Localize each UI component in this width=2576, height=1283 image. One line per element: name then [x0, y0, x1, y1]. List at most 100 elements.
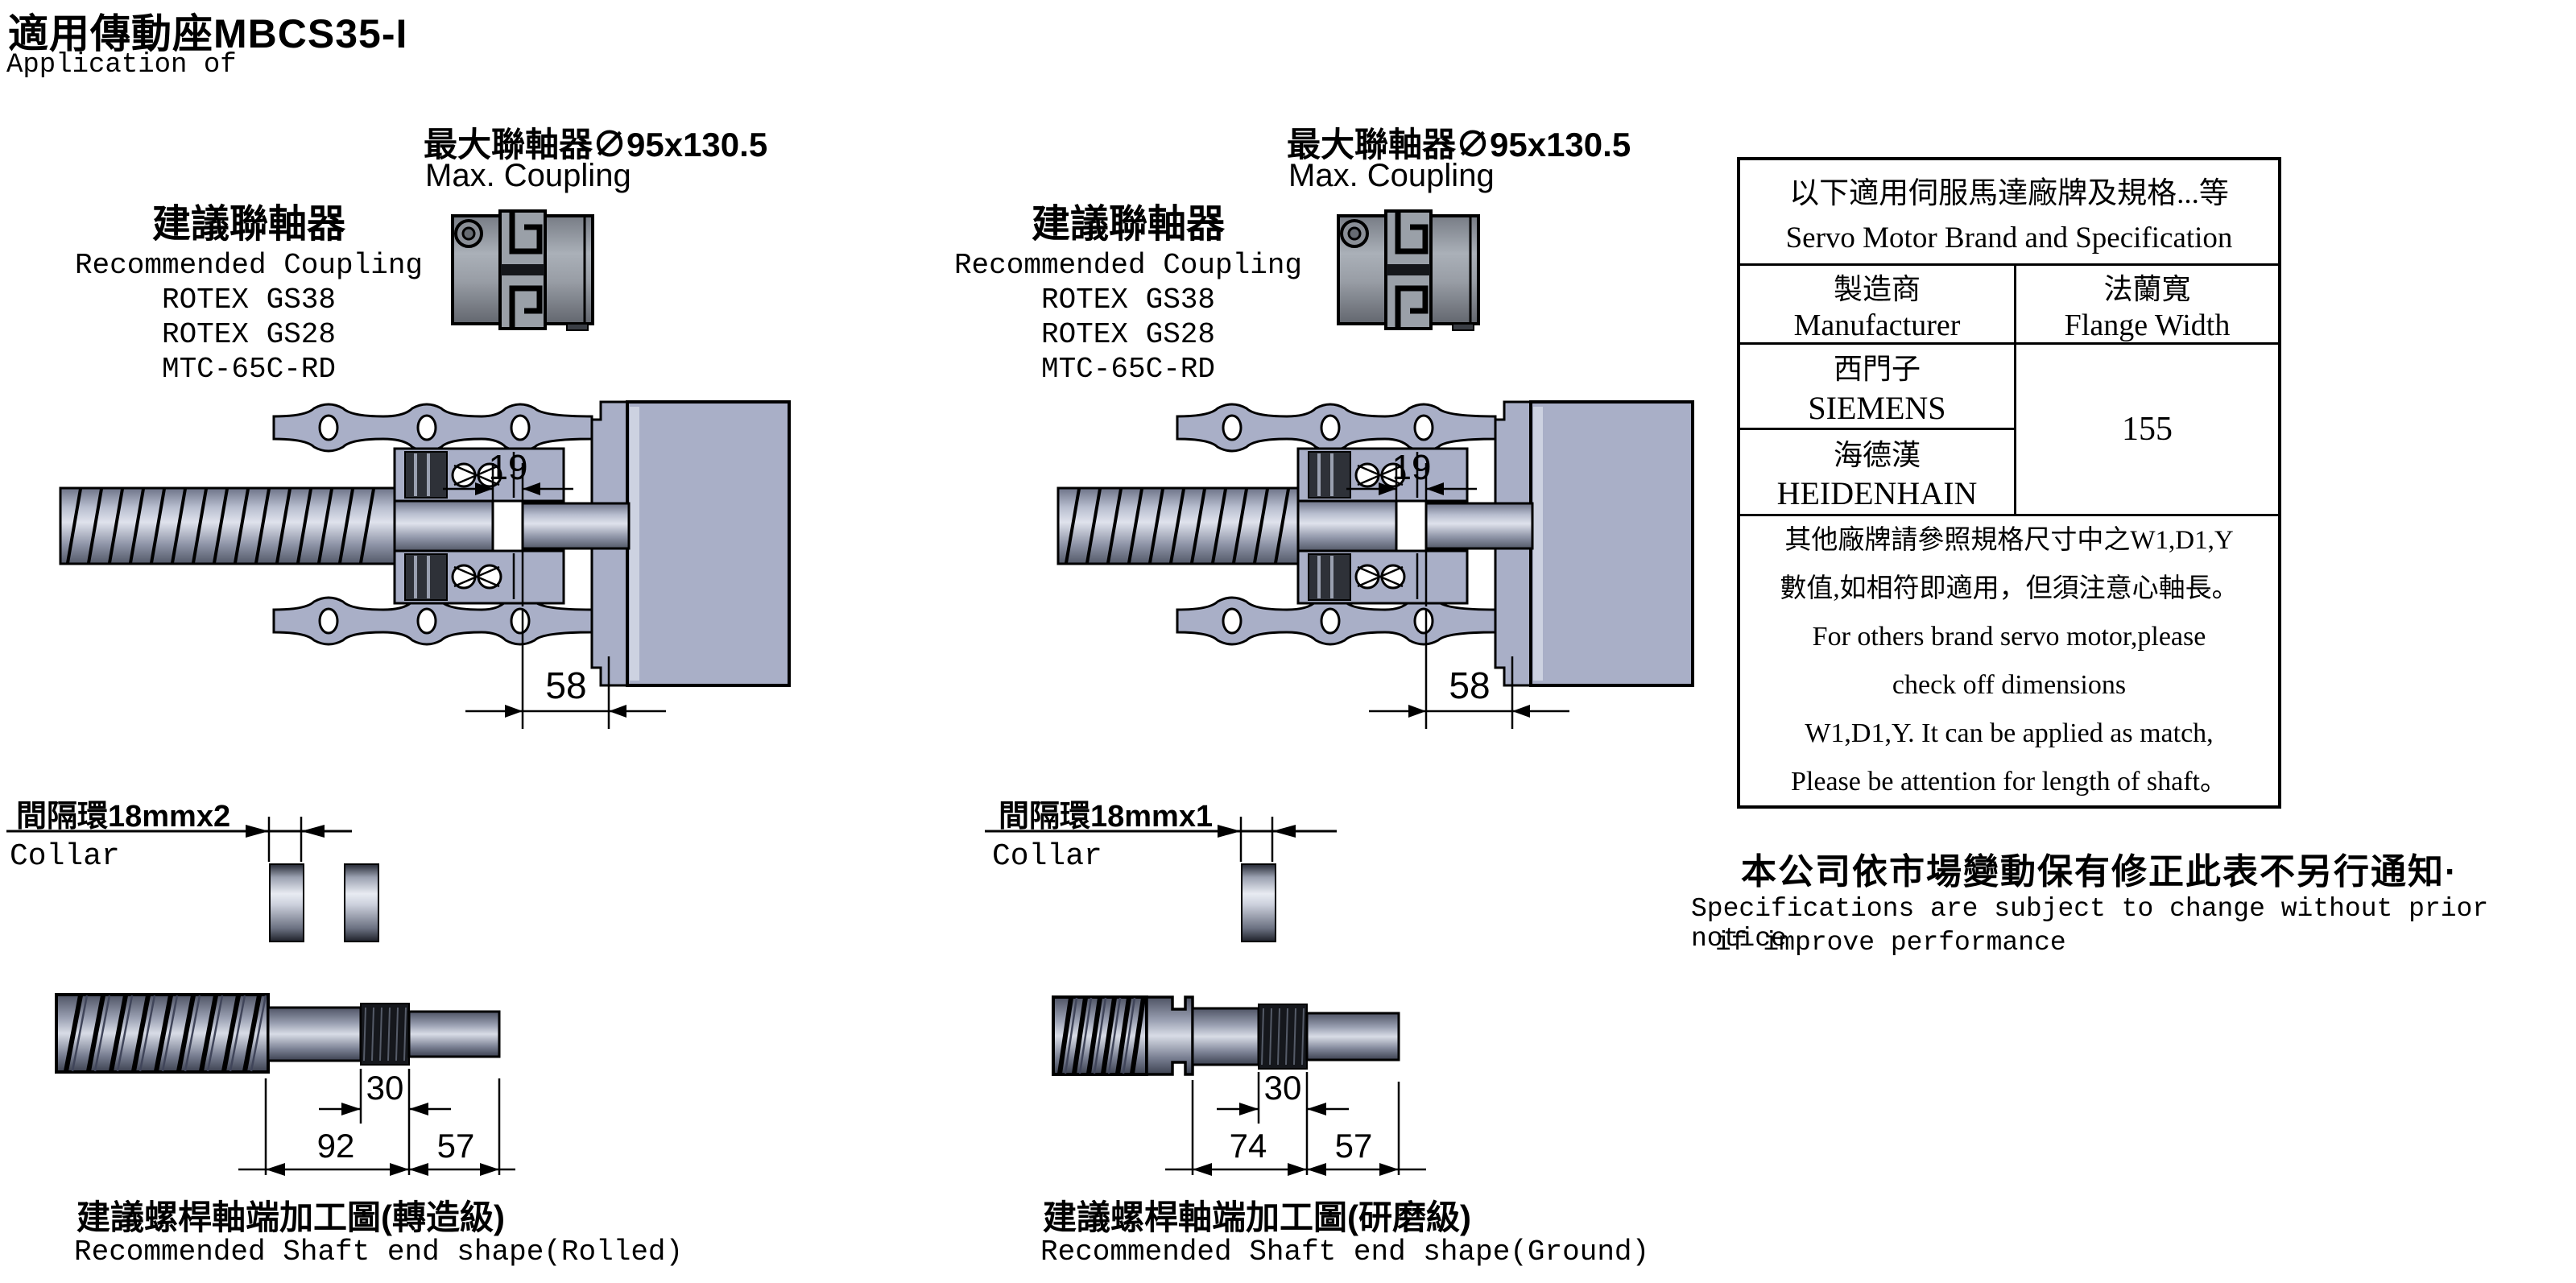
right-collar-label-zh: 間隔環18mmx1	[999, 800, 1214, 834]
servo-spec-table: 以下適用伺服馬達廠牌及規格...等 Servo Motor Brand and …	[1737, 157, 2281, 809]
dim-58-value: 58	[545, 664, 586, 706]
right-coupling-model: ROTEX GS28	[1040, 318, 1216, 351]
left-max-coupling-label-en: Max. Coupling	[425, 158, 631, 193]
journal-section	[1191, 1007, 1260, 1066]
dim-58	[465, 610, 666, 729]
col-header-flange-width: 法蘭寬 Flange Width	[2014, 263, 2278, 342]
housing-top-plate	[272, 403, 593, 453]
right-shaft-caption-en: Recommended Shaft end shape(Ground)	[1040, 1235, 1650, 1269]
flange-boss	[1424, 502, 1534, 550]
dim-57-value: 57	[437, 1127, 475, 1165]
left-collar-ring	[269, 863, 304, 942]
left-assembly-drawing: 19 58	[59, 400, 791, 729]
left-collar-dim	[6, 817, 352, 862]
bearing-lower	[1296, 549, 1469, 605]
right-recommended-label-zh: 建議聯軸器	[1031, 203, 1225, 246]
col-header-manufacturer: 製造商 Manufacturer	[1740, 263, 2014, 342]
dim-19-value: 19	[489, 448, 528, 487]
right-recommended-label-en: Recommended Coupling	[953, 249, 1303, 282]
fine-thread-section	[1258, 1004, 1308, 1070]
right-collar-label-en: Collar	[992, 839, 1102, 874]
row-heidenhain: 海德漢 HEIDENHAIN	[1740, 428, 2014, 514]
bearing-upper	[393, 447, 565, 503]
ballscrew-shaft	[59, 486, 396, 565]
left-collar-label-zh: 間隔環18mmx2	[16, 800, 231, 834]
right-max-coupling-label-en: Max. Coupling	[1288, 158, 1495, 193]
page-title-zh: 適用傳動座MBCS35-I	[8, 11, 408, 56]
shaft-end-section	[1305, 1012, 1400, 1062]
table-notes-cell: 其他廠牌請參照規格尺寸中之W1,D1,Y 數值,如相符即適用，但須注意心軸長。 …	[1740, 514, 2278, 805]
col-manufacturer-zh: 製造商	[1833, 273, 1921, 305]
thread-relief-section	[1145, 995, 1194, 1076]
dim-30-value: 30	[366, 1069, 404, 1107]
dim-92-value: 92	[317, 1127, 355, 1165]
right-shaft-drawing: 30 74 57	[1052, 995, 1426, 1176]
dim-19	[443, 463, 573, 606]
ballscrew-thread-section	[55, 993, 270, 1074]
shaft-journal	[1296, 499, 1398, 553]
left-max-coupling-label-zh: 最大聯軸器∅95x130.5	[424, 126, 768, 163]
table-title-en: Servo Motor Brand and Specification	[1785, 221, 2233, 255]
fine-thread-section	[360, 1003, 410, 1066]
shaft-dim-lines	[1165, 1072, 1426, 1176]
journal-section	[267, 1006, 362, 1062]
right-collar-dim	[985, 817, 1337, 862]
housing-bottom-plate	[272, 596, 593, 646]
change-notice-en-line1: Specifications are subject to change wit…	[1691, 894, 2489, 954]
dim-74-value: 74	[1230, 1127, 1267, 1165]
left-recommended-coupling-block: 建議聯軸器 Recommended Coupling ROTEX GS38 RO…	[69, 201, 428, 387]
ballscrew-thread-section	[1052, 995, 1148, 1076]
page-title-en: Application of	[6, 50, 237, 81]
right-recommended-coupling-block: 建議聯軸器 Recommended Coupling ROTEX GS38 RO…	[949, 201, 1308, 387]
note-line: 其他廠牌請參照規格尺寸中之W1,D1,Y	[1784, 526, 2234, 555]
note-line: W1,D1,Y. It can be applied as match,	[1805, 718, 2214, 748]
dim-30-value: 30	[1264, 1069, 1302, 1107]
table-title-zh: 以下適用伺服馬達廠牌及規格...等	[1789, 177, 2229, 211]
left-recommended-label-zh: 建議聯軸器	[151, 203, 345, 246]
table-header-cell: 以下適用伺服馬達廠牌及規格...等 Servo Motor Brand and …	[1740, 160, 2278, 263]
left-recommended-label-en: Recommended Coupling	[74, 249, 424, 282]
dim-58-value: 58	[1449, 664, 1490, 706]
note-line: check off dimensions	[1892, 670, 2127, 700]
row-siemens: 西門子 SIEMENS	[1740, 342, 2014, 428]
dim-19	[1346, 463, 1477, 606]
right-shaft-caption-zh: 建議螺桿軸端加工圖(研磨級)	[1043, 1198, 1471, 1236]
right-coupling-model: ROTEX GS38	[1040, 284, 1216, 317]
left-collar-label-en: Collar	[10, 839, 120, 874]
col-flange-en: Flange Width	[2064, 308, 2231, 342]
manufacturer-zh: 海德漢	[1833, 438, 1921, 471]
left-collar-ring	[344, 863, 379, 942]
note-line: Please be attention for length of shaft。	[1791, 767, 2227, 797]
right-coupling-model: MTC-65C-RD	[1040, 353, 1216, 386]
right-coupling-image	[1337, 209, 1480, 331]
dim-57-value: 57	[1335, 1127, 1373, 1165]
flange-block	[1529, 400, 1694, 687]
left-shaft-caption-zh: 建議螺桿軸端加工圖(轉造級)	[76, 1198, 505, 1236]
flange-block	[626, 400, 791, 687]
housing-bottom-plate	[1176, 596, 1497, 646]
manufacturer-zh: 西門子	[1833, 353, 1921, 386]
right-assembly-drawing: 19 58	[1056, 400, 1694, 729]
shaft-journal	[393, 499, 494, 553]
flange-width-value-cell: 155	[2014, 342, 2278, 514]
left-shaft-caption-en: Recommended Shaft end shape(Rolled)	[74, 1235, 684, 1269]
flange-boss	[521, 502, 631, 550]
dim-19-value: 19	[1392, 448, 1432, 487]
note-line: 數值,如相符即適用，但須注意心軸長。	[1780, 574, 2239, 603]
change-notice-en-line2: if improve performance	[1715, 928, 2066, 958]
manufacturer-en: HEIDENHAIN	[1776, 475, 1978, 512]
col-manufacturer-en: Manufacturer	[1793, 308, 1961, 342]
flange-width-value: 155	[2122, 411, 2173, 448]
shaft-dim-lines	[238, 1069, 515, 1176]
dim-58	[1369, 610, 1569, 729]
housing-top-plate	[1176, 403, 1497, 453]
bearing-lower	[393, 549, 565, 605]
right-collar-ring	[1241, 863, 1276, 942]
manufacturer-en: SIEMENS	[1808, 389, 1946, 426]
change-notice-zh: 本公司依市場變動保有修正此表不另行通知·	[1741, 852, 2458, 892]
col-flange-zh: 法蘭寬	[2103, 273, 2191, 305]
note-line: For others brand servo motor,please	[1812, 622, 2206, 652]
left-coupling-model: ROTEX GS38	[161, 284, 337, 317]
left-coupling-image	[451, 209, 594, 331]
